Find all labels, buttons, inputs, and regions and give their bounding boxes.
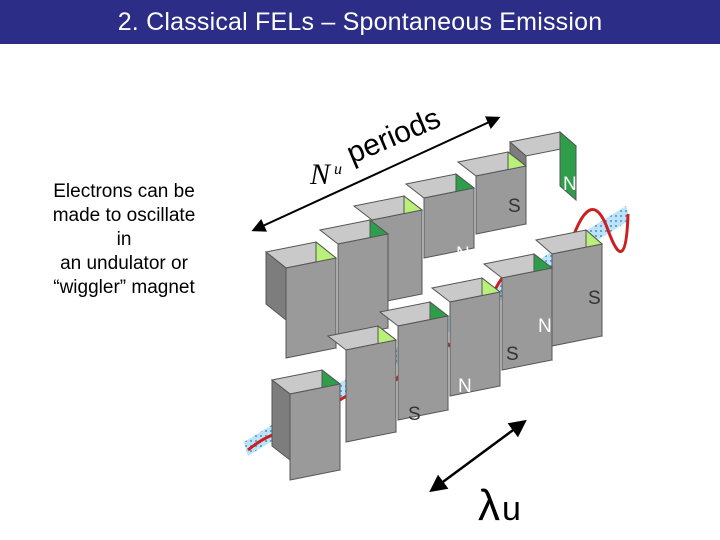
lambda-subscript: u bbox=[502, 490, 521, 528]
caption-line: Electrons can be bbox=[53, 181, 195, 202]
undulator-figure: N u periods N S N bbox=[240, 80, 650, 530]
undulator-illustration: N u periods N S N bbox=[244, 102, 630, 530]
lambda-arrow bbox=[429, 419, 527, 493]
pole-label-n: N bbox=[456, 244, 470, 265]
pole-label-n: N bbox=[563, 174, 577, 195]
pole-label-s: S bbox=[588, 288, 601, 309]
magnet-block: S bbox=[326, 324, 421, 443]
magnet-block: S bbox=[534, 228, 604, 347]
magnet-block: N bbox=[404, 172, 476, 265]
magnet-front-row: S N S N bbox=[270, 228, 604, 481]
pole-label-n: N bbox=[360, 440, 374, 461]
periods-label: periods bbox=[342, 102, 445, 171]
caption-text: Electrons can be made to oscillate in an… bbox=[18, 180, 230, 300]
periods-arrow bbox=[251, 116, 501, 232]
magnet-block: N bbox=[378, 300, 472, 421]
slide-title: 2. Classical FELs – Spontaneous Emission bbox=[117, 7, 603, 36]
pole-label-n: N bbox=[458, 376, 472, 397]
pole-label-s: S bbox=[508, 196, 521, 217]
pole-label-s: S bbox=[506, 344, 519, 365]
pole-label-s: S bbox=[408, 404, 421, 425]
magnet-block: S bbox=[456, 150, 528, 235]
caption-line: an undulator or bbox=[60, 253, 188, 274]
magnet-back-row: N S N S bbox=[264, 130, 578, 359]
pole-label-n: N bbox=[538, 316, 552, 337]
lambda-symbol: λ bbox=[478, 481, 500, 530]
n-symbol: N bbox=[309, 158, 332, 191]
title-bar: 2. Classical FELs – Spontaneous Emission bbox=[0, 0, 720, 44]
caption-line: made to oscillate bbox=[52, 205, 196, 226]
magnet-block: S bbox=[430, 276, 519, 397]
caption-line: “wiggler” magnet bbox=[53, 277, 195, 298]
magnet-block: S S bbox=[264, 240, 373, 359]
magnet-block: N bbox=[270, 368, 374, 481]
magnet-block: N bbox=[482, 252, 554, 371]
n-subscript: u bbox=[334, 161, 342, 178]
caption-line: in bbox=[116, 229, 132, 250]
